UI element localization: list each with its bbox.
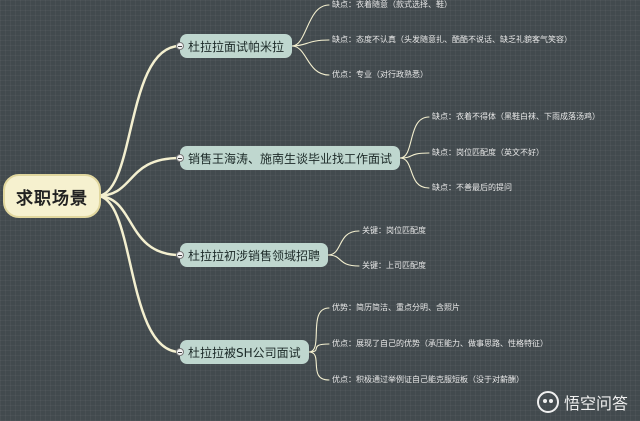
leaf-topic[interactable]: 优点：展现了自己的优势（承压能力、做事思路、性格特征）: [332, 339, 548, 348]
wukong-logo-icon: [536, 391, 559, 413]
leaf-topic[interactable]: 优点：积极通过举例证自己能克服短板（没于对薪酬）: [332, 375, 524, 384]
branch-topic-0[interactable]: 杜拉拉面试帕米拉: [180, 34, 293, 58]
leaf-topic[interactable]: 缺点：衣着不得体（黑鞋白袜、下雨成落汤鸡）: [432, 112, 600, 121]
leaf-topic[interactable]: 关键：上司匹配度: [362, 261, 426, 270]
collapse-toggle-icon[interactable]: [176, 154, 184, 162]
root-topic[interactable]: 求职场景: [3, 174, 101, 218]
leaf-topic[interactable]: 缺点：岗位匹配度（英文不好）: [432, 148, 544, 157]
watermark: 悟空问答: [536, 390, 628, 414]
collapse-toggle-icon[interactable]: [176, 42, 184, 50]
leaf-topic[interactable]: 缺点：衣着随意（款式选择、鞋）: [332, 0, 452, 9]
leaf-topic[interactable]: 缺点：不善最后的提问: [432, 183, 512, 192]
watermark-text: 悟空问答: [563, 394, 628, 413]
leaf-topic[interactable]: 缺点：态度不认真（头发随意扎、酷酷不说话、缺乏礼貌客气笑容）: [332, 35, 572, 44]
collapse-toggle-icon[interactable]: [176, 251, 184, 259]
leaf-topic[interactable]: 关键：岗位匹配度: [362, 226, 426, 235]
branch-topic-3[interactable]: 杜拉拉被SH公司面试: [180, 340, 309, 364]
collapse-toggle-icon[interactable]: [176, 348, 184, 356]
branch-topic-2[interactable]: 杜拉拉初涉销售领域招聘: [180, 243, 329, 267]
leaf-topic[interactable]: 优点：专业（对行政熟悉）: [332, 70, 428, 79]
branch-topic-1[interactable]: 销售王海涛、施南生谈毕业找工作面试: [180, 146, 401, 170]
leaf-topic[interactable]: 优势：简历简洁、重点分明、含照片: [332, 303, 460, 312]
